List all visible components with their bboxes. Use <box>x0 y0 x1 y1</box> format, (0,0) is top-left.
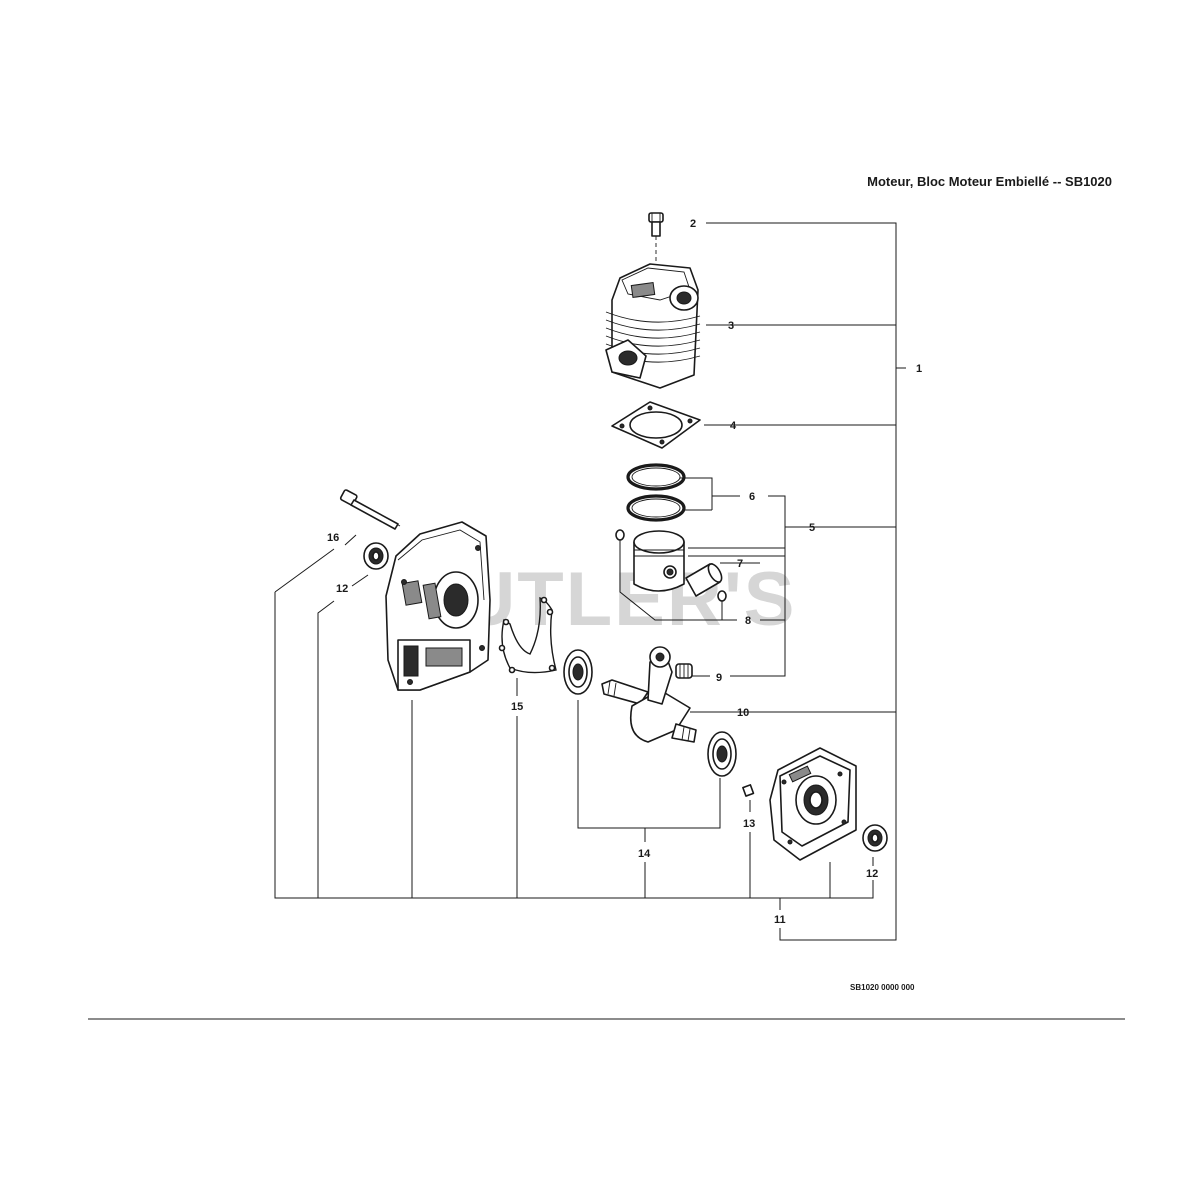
key-drawing <box>742 784 755 797</box>
crankcase-left-drawing <box>385 521 491 691</box>
callout-5: 5 <box>809 522 815 534</box>
crankcase-gasket-drawing <box>498 596 557 674</box>
piston-pin-drawing <box>685 563 723 597</box>
crankcase-bolt-drawing <box>339 489 399 530</box>
callout-13: 13 <box>743 818 755 830</box>
callout-2: 2 <box>690 218 696 230</box>
callout-7: 7 <box>737 558 743 570</box>
callout-8: 8 <box>745 615 751 627</box>
callout-12-right: 12 <box>866 868 878 880</box>
crankcase-right-drawing <box>769 747 857 861</box>
cylinder-drawing <box>605 263 701 389</box>
callout-1: 1 <box>916 363 922 375</box>
callout-3: 3 <box>728 320 734 332</box>
drawing-code: SB1020 0000 000 <box>850 983 915 992</box>
callout-4: 4 <box>730 420 737 432</box>
cylinder-gasket-drawing <box>611 401 701 449</box>
ball-bearings-drawing <box>563 649 737 777</box>
crankshaft-drawing <box>601 646 697 743</box>
callout-9: 9 <box>716 672 722 684</box>
circlip-drawings <box>615 529 727 602</box>
callout-labels: 1 2 3 4 5 6 7 8 9 10 11 12 12 13 14 15 1… <box>327 218 922 926</box>
piston-drawing <box>633 530 685 592</box>
callout-6: 6 <box>749 491 755 503</box>
oil-seal-drawings <box>363 542 888 852</box>
needle-bearing-drawing <box>675 663 693 679</box>
callout-16: 16 <box>327 532 339 544</box>
diagram-title: Moteur, Bloc Moteur Embiellé -- SB1020 <box>867 174 1112 189</box>
callout-14: 14 <box>638 848 651 860</box>
callout-10: 10 <box>737 707 749 719</box>
callout-15: 15 <box>511 701 523 713</box>
piston-rings-drawing <box>626 463 686 522</box>
leader-lines <box>274 222 906 941</box>
callout-12-left: 12 <box>336 583 348 595</box>
callout-11: 11 <box>774 914 786 926</box>
cylinder-bolt-drawing <box>648 212 664 237</box>
